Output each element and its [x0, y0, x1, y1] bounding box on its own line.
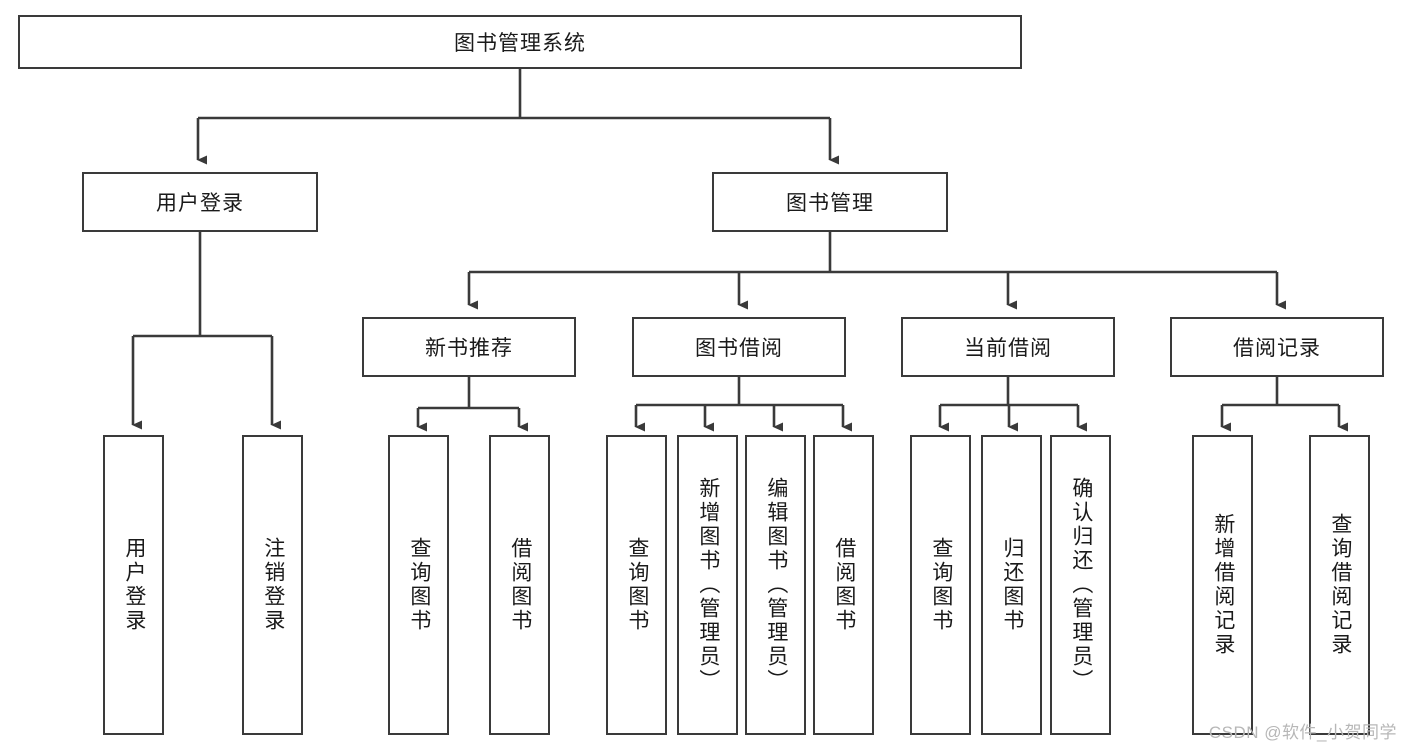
leaf-user-login[interactable]: 用户登录: [103, 435, 164, 735]
node-user-login[interactable]: 用户登录: [82, 172, 318, 232]
node-label: 新书推荐: [425, 337, 513, 360]
node-label: 注销登录: [261, 537, 285, 633]
node-label: 图书管理: [786, 192, 874, 215]
leaf-record-query-borrow-record[interactable]: 查询借阅记录: [1309, 435, 1370, 735]
leaf-record-add-borrow-record[interactable]: 新增借阅记录: [1192, 435, 1253, 735]
node-label: 新增图书（管理员）: [696, 477, 720, 693]
leaf-borrow-query-book[interactable]: 查询图书: [606, 435, 667, 735]
node-label: 编辑图书（管理员）: [764, 477, 788, 693]
node-label: 查询借阅记录: [1328, 513, 1352, 657]
leaf-current-query-book[interactable]: 查询图书: [910, 435, 971, 735]
leaf-newbook-query-book[interactable]: 查询图书: [388, 435, 449, 735]
node-label: 借阅图书: [832, 537, 856, 633]
node-label: 借阅记录: [1233, 337, 1321, 360]
node-borrow-record[interactable]: 借阅记录: [1170, 317, 1384, 377]
leaf-borrow-lend-book[interactable]: 借阅图书: [813, 435, 874, 735]
node-root-book-management-system[interactable]: 图书管理系统: [18, 15, 1022, 69]
leaf-user-logout[interactable]: 注销登录: [242, 435, 303, 735]
node-label: 查询图书: [929, 537, 953, 633]
node-label: 确认归还（管理员）: [1069, 477, 1093, 693]
node-label: 图书借阅: [695, 337, 783, 360]
leaf-borrow-edit-book-admin[interactable]: 编辑图书（管理员）: [745, 435, 806, 735]
node-book-borrow[interactable]: 图书借阅: [632, 317, 846, 377]
csdn-watermark: CSDN @软件_小贺同学: [1208, 723, 1397, 742]
node-book-management[interactable]: 图书管理: [712, 172, 948, 232]
leaf-newbook-borrow-book[interactable]: 借阅图书: [489, 435, 550, 735]
leaf-borrow-add-book-admin[interactable]: 新增图书（管理员）: [677, 435, 738, 735]
node-label: 借阅图书: [508, 537, 532, 633]
node-label: 归还图书: [1000, 537, 1024, 633]
node-label: 查询图书: [625, 537, 649, 633]
leaf-current-return-book[interactable]: 归还图书: [981, 435, 1042, 735]
node-label: 新增借阅记录: [1211, 513, 1235, 657]
leaf-current-confirm-return-admin[interactable]: 确认归还（管理员）: [1050, 435, 1111, 735]
node-label: 用户登录: [156, 192, 244, 215]
node-current-borrow[interactable]: 当前借阅: [901, 317, 1115, 377]
node-label: 图书管理系统: [454, 32, 586, 55]
node-new-book-recommend[interactable]: 新书推荐: [362, 317, 576, 377]
node-label: 用户登录: [122, 537, 146, 633]
node-label: 查询图书: [407, 537, 431, 633]
node-label: 当前借阅: [964, 337, 1052, 360]
